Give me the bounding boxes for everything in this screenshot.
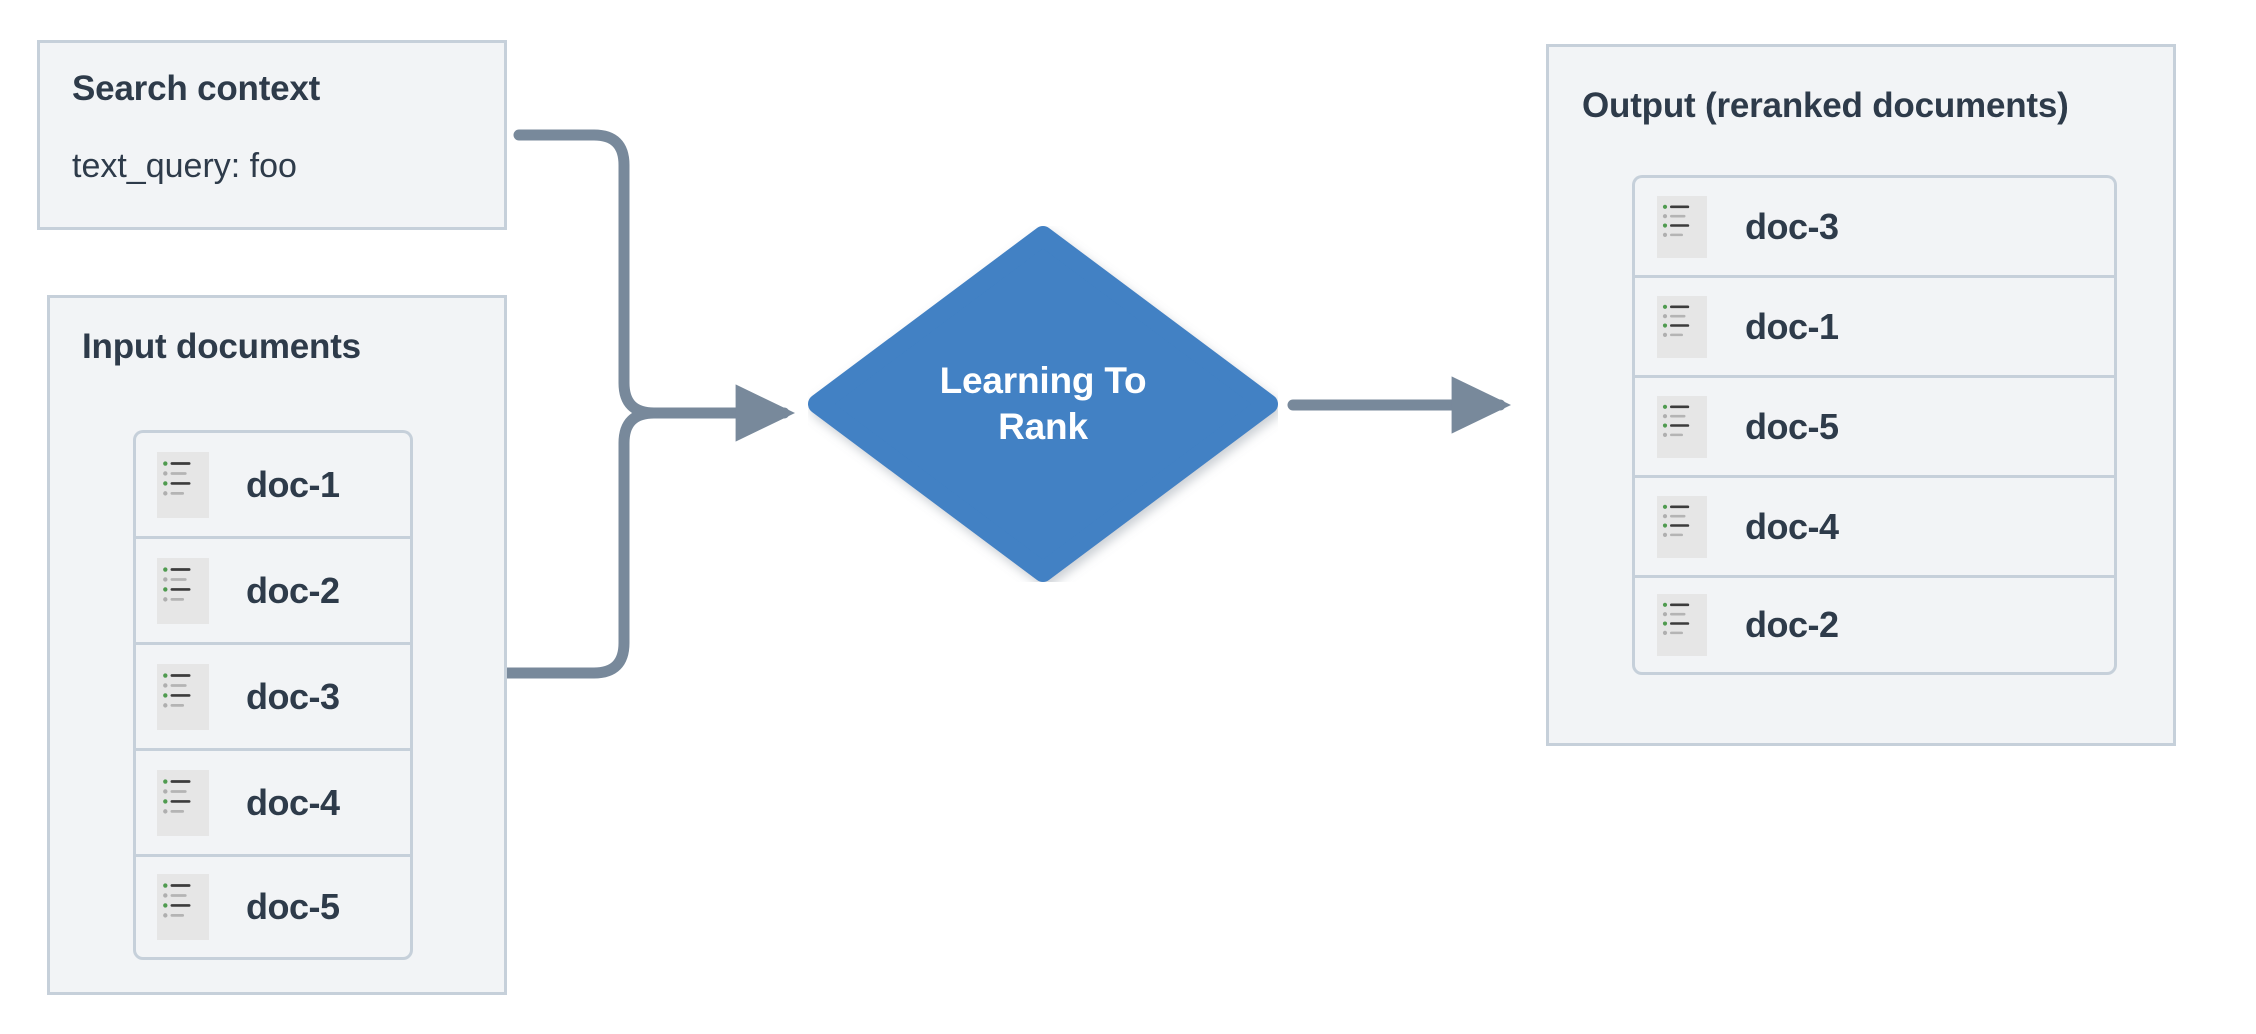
document-list-icon bbox=[157, 874, 209, 940]
document-list-icon bbox=[1657, 395, 1707, 458]
document-list-icon bbox=[1657, 295, 1707, 358]
input-document-row[interactable]: doc-5 bbox=[133, 854, 413, 960]
search-context-query: text_query: foo bbox=[72, 147, 297, 185]
input-document-row[interactable]: doc-2 bbox=[133, 536, 413, 642]
input-document-row[interactable]: doc-1 bbox=[133, 430, 413, 536]
output-document-row[interactable]: doc-5 bbox=[1632, 375, 2117, 475]
output-document-row[interactable]: doc-3 bbox=[1632, 175, 2117, 275]
document-list-icon bbox=[1657, 495, 1707, 558]
output-document-row[interactable]: doc-4 bbox=[1632, 475, 2117, 575]
output-document-label: doc-2 bbox=[1745, 604, 1839, 645]
output-document-row[interactable]: doc-1 bbox=[1632, 275, 2117, 375]
learning-to-rank-label: Learning To Rank bbox=[808, 226, 1278, 582]
output-documents-panel: Output (reranked documents) doc-3 doc-1 bbox=[1546, 44, 2176, 746]
output-documents-list: doc-3 doc-1 doc-5 doc-4 bbox=[1632, 175, 2117, 675]
document-list-icon bbox=[157, 663, 209, 730]
input-document-label: doc-4 bbox=[246, 781, 340, 823]
ltr-label-line-1: Learning To bbox=[939, 359, 1147, 401]
document-list-icon bbox=[157, 451, 209, 518]
output-document-label: doc-3 bbox=[1745, 205, 1839, 247]
search-context-title: Search context bbox=[72, 69, 321, 108]
learning-to-rank-node[interactable]: Learning To Rank bbox=[808, 226, 1278, 582]
document-list-icon bbox=[1657, 594, 1707, 656]
ltr-label-line-2: Rank bbox=[998, 406, 1088, 447]
search-context-panel: Search context text_query: foo bbox=[37, 40, 507, 230]
output-document-label: doc-4 bbox=[1745, 505, 1839, 547]
document-list-icon bbox=[1657, 195, 1707, 258]
input-documents-panel: Input documents doc-1 doc-2 bbox=[47, 295, 507, 995]
input-document-label: doc-5 bbox=[246, 886, 340, 927]
edge-search-context-to-ltr bbox=[513, 129, 796, 442]
diamond-shape bbox=[808, 226, 1278, 582]
document-list-icon bbox=[157, 769, 209, 836]
input-documents-title: Input documents bbox=[82, 327, 361, 366]
output-documents-title: Output (reranked documents) bbox=[1582, 86, 2069, 125]
output-document-row[interactable]: doc-2 bbox=[1632, 575, 2117, 675]
document-list-icon bbox=[157, 557, 209, 624]
input-document-label: doc-1 bbox=[246, 463, 340, 505]
input-document-label: doc-2 bbox=[246, 569, 340, 611]
input-document-row[interactable]: doc-3 bbox=[133, 642, 413, 748]
output-document-label: doc-5 bbox=[1745, 405, 1839, 447]
input-documents-list: doc-1 doc-2 doc-3 doc-4 bbox=[133, 430, 413, 960]
edge-input-documents-to-ltr bbox=[501, 407, 660, 679]
output-document-label: doc-1 bbox=[1745, 305, 1839, 347]
input-document-label: doc-3 bbox=[246, 675, 340, 717]
input-document-row[interactable]: doc-4 bbox=[133, 748, 413, 854]
